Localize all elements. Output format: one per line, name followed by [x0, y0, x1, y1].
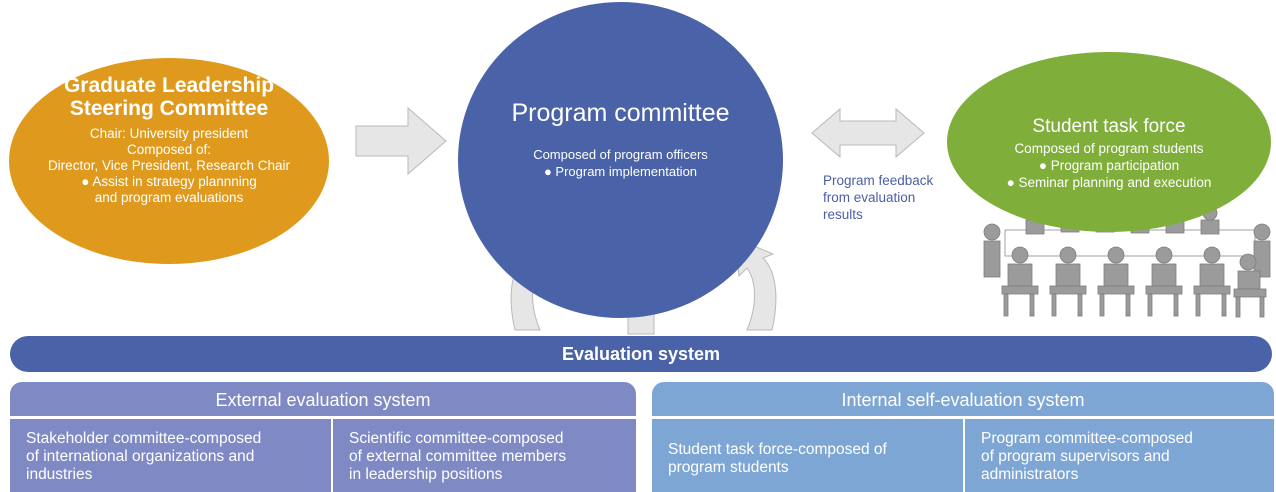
cell-line: of program supervisors and [981, 448, 1170, 465]
cell-line: Stakeholder committee-composed [26, 430, 262, 447]
cell-line: Scientific committee-composed [349, 430, 564, 447]
student-detail: ● Program participation [1038, 158, 1180, 173]
student-task-force-node: Student task force Composed of program s… [947, 52, 1271, 232]
program-committee-cell: Program committee-composed of program su… [965, 419, 1274, 492]
cell-line: of external committee members [349, 448, 567, 465]
right-arrow-icon [355, 106, 447, 176]
steering-title-line: Graduate Leadership [63, 74, 275, 97]
student-detail: ● Seminar planning and execution [1006, 175, 1212, 190]
cell-line: industries [26, 466, 93, 483]
meeting-people-icon [983, 203, 1271, 318]
stakeholder-committee-cell: Stakeholder committee-composed of intern… [10, 419, 331, 492]
steering-detail: Composed of: [126, 142, 212, 157]
student-task-force-cell: Student task force-composed of program s… [652, 419, 963, 492]
program-detail: Composed of program officers [533, 147, 708, 162]
cell-line: Student task force-composed of [668, 441, 887, 458]
program-committee-node: Program committee Composed of program of… [458, 2, 783, 318]
feedback-label: Program feedback from evaluation results [823, 172, 933, 223]
cell-line: administrators [981, 466, 1079, 483]
student-detail: Composed of program students [1014, 141, 1204, 156]
steering-detail: ● Assist in strategy plannning [81, 174, 257, 189]
scientific-committee-cell: Scientific committee-composed of externa… [333, 419, 636, 492]
cell-line: of international organizations and [26, 448, 255, 465]
cell-line: in leadership positions [349, 466, 503, 483]
feedback-line: results [823, 207, 863, 222]
evaluation-system-bar: Evaluation system [10, 336, 1272, 372]
steering-detail: and program evaluations [94, 190, 244, 205]
double-arrow-icon [811, 107, 925, 159]
steering-title-line: Steering Committee [69, 97, 269, 120]
steering-detail: Director, Vice President, Research Chair [47, 158, 291, 173]
cell-line: Program committee-composed [981, 430, 1193, 447]
cell-line: program students [668, 459, 789, 476]
feedback-line: Program feedback [823, 173, 934, 188]
external-evaluation-header: External evaluation system [10, 382, 636, 416]
program-detail: ● Program implementation [543, 164, 698, 179]
internal-evaluation-header: Internal self-evaluation system [652, 382, 1274, 416]
feedback-line: from evaluation [823, 190, 916, 205]
program-title: Program committee [511, 99, 730, 127]
steering-detail: Chair: University president [89, 126, 249, 141]
student-title: Student task force [1032, 116, 1186, 137]
steering-committee-node: Graduate Leadership Steering Committee C… [9, 58, 329, 264]
